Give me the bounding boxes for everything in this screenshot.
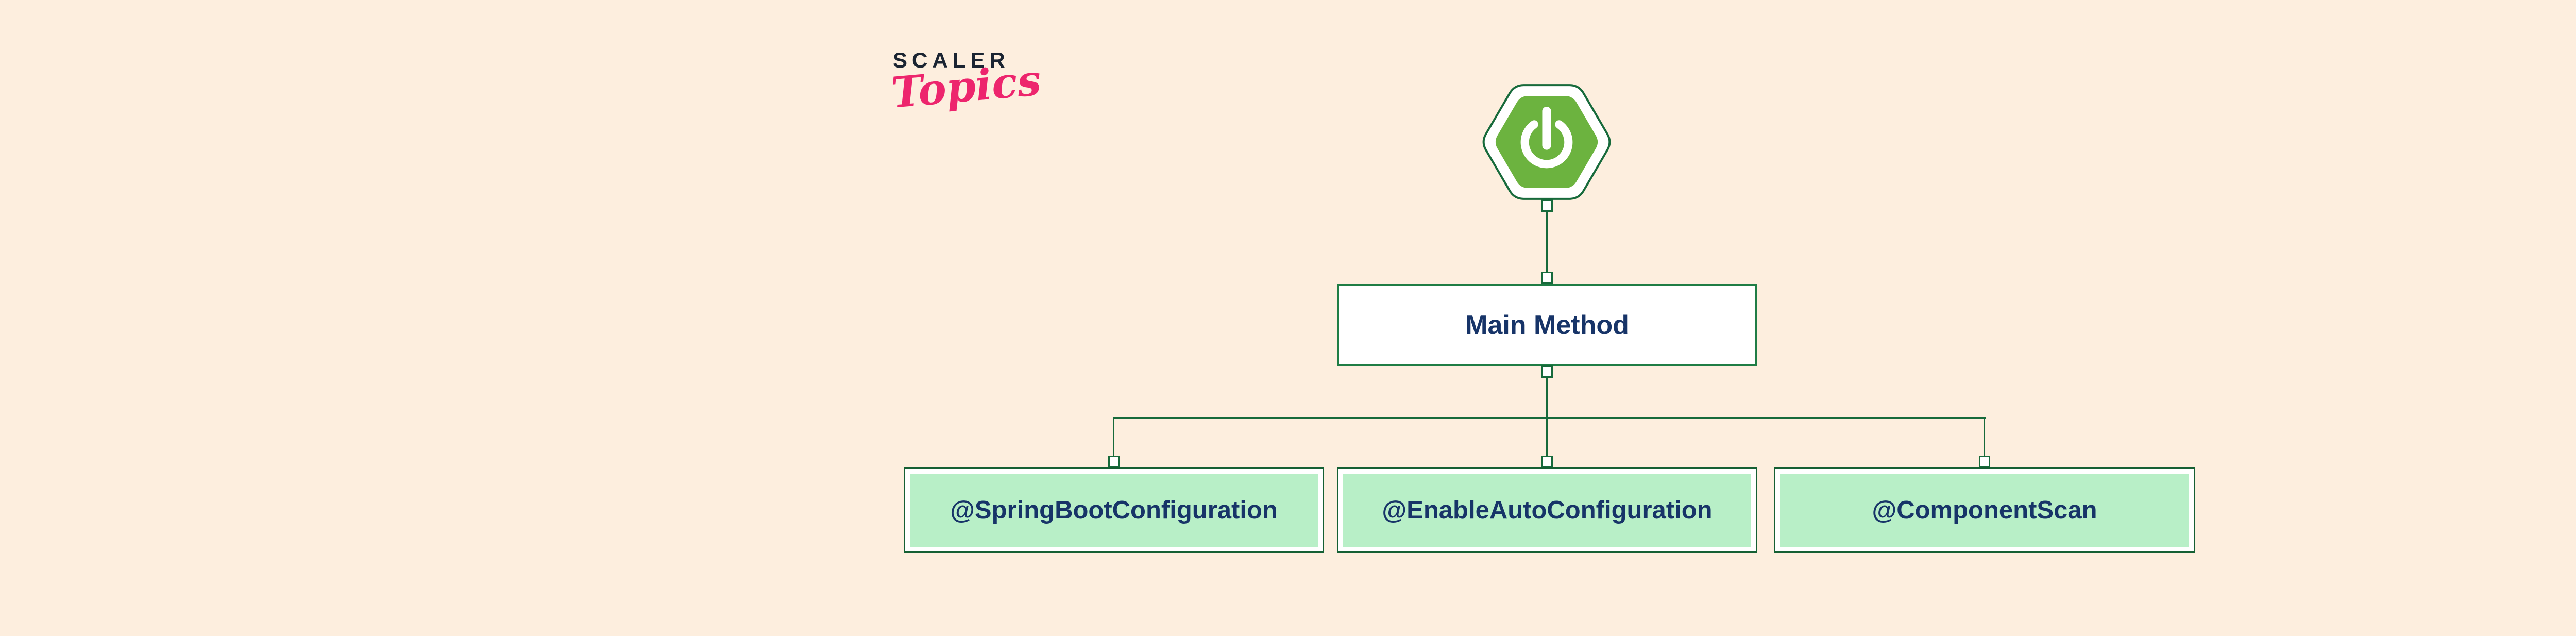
springbootconfiguration-box: @SpringBootConfiguration xyxy=(904,467,1324,553)
connector-line-main-to-branch xyxy=(1546,377,1548,419)
connector-line-logo-to-main xyxy=(1546,211,1548,272)
springbootconfiguration-label: @SpringBootConfiguration xyxy=(950,496,1278,524)
branch-horizontal-line xyxy=(1113,417,1986,419)
branch-drop-left xyxy=(1113,419,1114,457)
enableautoconfiguration-fill: @EnableAutoConfiguration xyxy=(1343,474,1751,547)
brand-name-text: SCALER xyxy=(893,48,1010,72)
power-icon xyxy=(1520,106,1573,169)
connector-square-child-left xyxy=(1108,456,1120,468)
branch-drop-center xyxy=(1546,419,1548,457)
main-method-box: Main Method xyxy=(1337,284,1757,366)
connector-square-main-top xyxy=(1541,272,1553,284)
componentscan-box: @ComponentScan xyxy=(1774,467,2195,553)
enableautoconfiguration-box: @EnableAutoConfiguration xyxy=(1337,467,1757,553)
componentscan-label: @ComponentScan xyxy=(1872,496,2097,524)
spring-boot-logo-icon xyxy=(1479,83,1614,201)
main-method-label: Main Method xyxy=(1465,310,1629,340)
scaler-topics-logo: SCALER Topics xyxy=(889,48,1043,118)
connector-square-child-right xyxy=(1979,456,1990,468)
connector-square-child-center xyxy=(1541,456,1553,468)
connector-square-main-bottom xyxy=(1541,365,1553,378)
componentscan-fill: @ComponentScan xyxy=(1780,474,2189,547)
springbootconfiguration-fill: @SpringBootConfiguration xyxy=(910,474,1318,547)
connector-square-logo-bottom xyxy=(1541,199,1553,212)
enableautoconfiguration-label: @EnableAutoConfiguration xyxy=(1382,496,1713,524)
branch-drop-right xyxy=(1984,419,1985,457)
brand-sub-text: Topics xyxy=(889,55,1043,118)
